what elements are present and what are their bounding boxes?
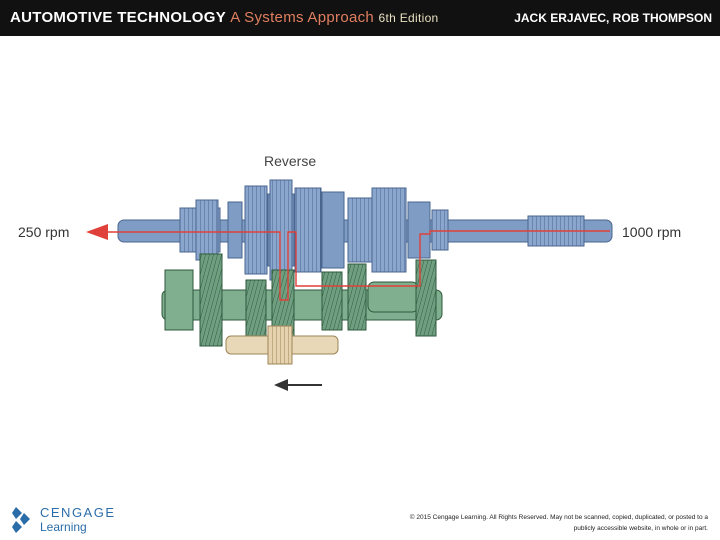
power-flow-arrow-head xyxy=(86,224,108,240)
input-rpm-label: 1000 rpm xyxy=(622,224,681,240)
header-bar: AUTOMOTIVE TECHNOLOGY A Systems Approach… xyxy=(0,0,720,36)
book-edition: 6th Edition xyxy=(378,11,439,25)
reverse-direction-arrow-head xyxy=(274,379,288,391)
logo-line1: CENGAGE xyxy=(40,505,116,520)
book-title: AUTOMOTIVE TECHNOLOGY A Systems Approach… xyxy=(10,9,439,26)
reverse-idler-gear xyxy=(225,325,339,365)
book-title-text: AUTOMOTIVE TECHNOLOGY xyxy=(10,9,226,26)
book-subtitle: A Systems Approach xyxy=(230,9,375,26)
main-shaft xyxy=(117,179,613,281)
diagram-title: Reverse xyxy=(264,153,316,169)
book-authors: JACK ERJAVEC, ROB THOMPSON xyxy=(514,11,712,25)
copyright-notice: © 2015 Cengage Learning. All Rights Rese… xyxy=(409,514,708,532)
cengage-logo-icon xyxy=(12,507,30,533)
cengage-logo: CENGAGE Learning xyxy=(12,505,132,535)
power-flow-line xyxy=(96,230,610,301)
output-rpm-label: 250 rpm xyxy=(18,224,69,240)
transmission-diagram: Reverse 250 rpm 1000 xyxy=(18,153,681,391)
logo-line2: Learning xyxy=(40,520,87,534)
